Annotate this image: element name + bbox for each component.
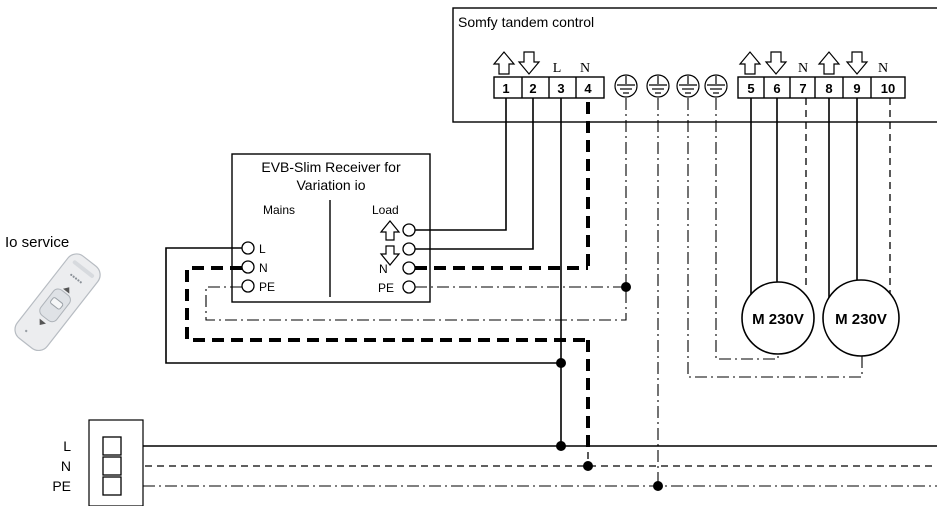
load-terminal-n: N bbox=[379, 262, 388, 276]
terminal-letter-l: L bbox=[553, 61, 562, 76]
terminal-10: 10 bbox=[881, 81, 895, 96]
receiver-title-line1: EVB-Slim Receiver for bbox=[261, 159, 401, 175]
up-arrow-icon bbox=[379, 220, 401, 241]
mains-terminal-pe: PE bbox=[259, 280, 275, 294]
supply-n-label: N bbox=[61, 458, 71, 474]
terminal-circle bbox=[241, 260, 255, 274]
terminal-3: 3 bbox=[557, 81, 564, 96]
supply-pe-label: PE bbox=[52, 478, 71, 494]
down-arrow-icon bbox=[517, 51, 541, 75]
receiver-title-line2: Variation io bbox=[296, 177, 365, 193]
terminal-7: 7 bbox=[799, 81, 806, 96]
somfy-tandem-control: Somfy tandem control 1 2 3 4 L N bbox=[452, 7, 937, 123]
mains-n-wire bbox=[185, 266, 588, 342]
receiver-box: EVB-Slim Receiver for Variation io Mains… bbox=[231, 153, 431, 303]
mains-label: Mains bbox=[263, 203, 295, 217]
mains-l-wire bbox=[165, 247, 561, 364]
terminal-circle bbox=[402, 280, 416, 294]
junction-dot bbox=[556, 441, 566, 451]
junction-dot bbox=[621, 282, 631, 292]
junction-dot bbox=[583, 461, 593, 471]
terminal-8: 8 bbox=[825, 81, 832, 96]
earth-icon bbox=[646, 74, 670, 98]
junction-dot bbox=[556, 358, 566, 368]
load-up-wire bbox=[415, 98, 507, 231]
terminal-circle bbox=[241, 241, 255, 255]
earth-icon bbox=[614, 74, 638, 98]
motor-2-label: M 230V bbox=[835, 311, 887, 328]
earth-4-wire bbox=[715, 98, 779, 360]
terminal-letter-n: N bbox=[878, 61, 888, 76]
controller-title: Somfy tandem control bbox=[458, 14, 594, 30]
terminal-2: 2 bbox=[529, 81, 536, 96]
up-arrow-icon bbox=[492, 51, 516, 75]
down-arrow-icon bbox=[764, 51, 788, 75]
terminal-5: 5 bbox=[747, 81, 754, 96]
terminal-circle bbox=[402, 261, 416, 275]
up-arrow-icon bbox=[817, 51, 841, 75]
junction-dot bbox=[653, 481, 663, 491]
terminal-4: 4 bbox=[584, 81, 592, 96]
down-arrow-icon bbox=[845, 51, 869, 75]
supply-l-label: L bbox=[63, 438, 71, 454]
earth-3-wire bbox=[687, 98, 863, 378]
motor-1: M 230V bbox=[741, 281, 815, 355]
earth-icon bbox=[704, 74, 728, 98]
motor-1-label: M 230V bbox=[752, 311, 804, 328]
terminal-1: 1 bbox=[502, 81, 509, 96]
load-label: Load bbox=[372, 203, 399, 217]
down-arrow-icon bbox=[379, 245, 401, 266]
up-arrow-icon bbox=[738, 51, 762, 75]
terminal-letter-n: N bbox=[798, 61, 808, 76]
terminal-circle bbox=[402, 242, 416, 256]
supply-terminal-block: L N PE bbox=[52, 419, 144, 506]
load-terminal-pe: PE bbox=[378, 281, 394, 295]
earth-icon bbox=[676, 74, 700, 98]
io-remote-image bbox=[14, 253, 101, 352]
load-down-wire bbox=[415, 98, 534, 250]
mains-terminal-l: L bbox=[259, 242, 266, 256]
terminal-circle bbox=[402, 223, 416, 237]
terminal-9: 9 bbox=[853, 81, 860, 96]
motor-2: M 230V bbox=[822, 279, 900, 357]
mains-pe-wire bbox=[205, 286, 627, 321]
remote-label: Io service bbox=[5, 234, 69, 251]
mains-terminal-n: N bbox=[259, 261, 268, 275]
earth-terminals bbox=[614, 74, 728, 98]
terminal-circle bbox=[241, 279, 255, 293]
terminal-letter-n: N bbox=[580, 61, 590, 76]
terminal-6: 6 bbox=[773, 81, 780, 96]
